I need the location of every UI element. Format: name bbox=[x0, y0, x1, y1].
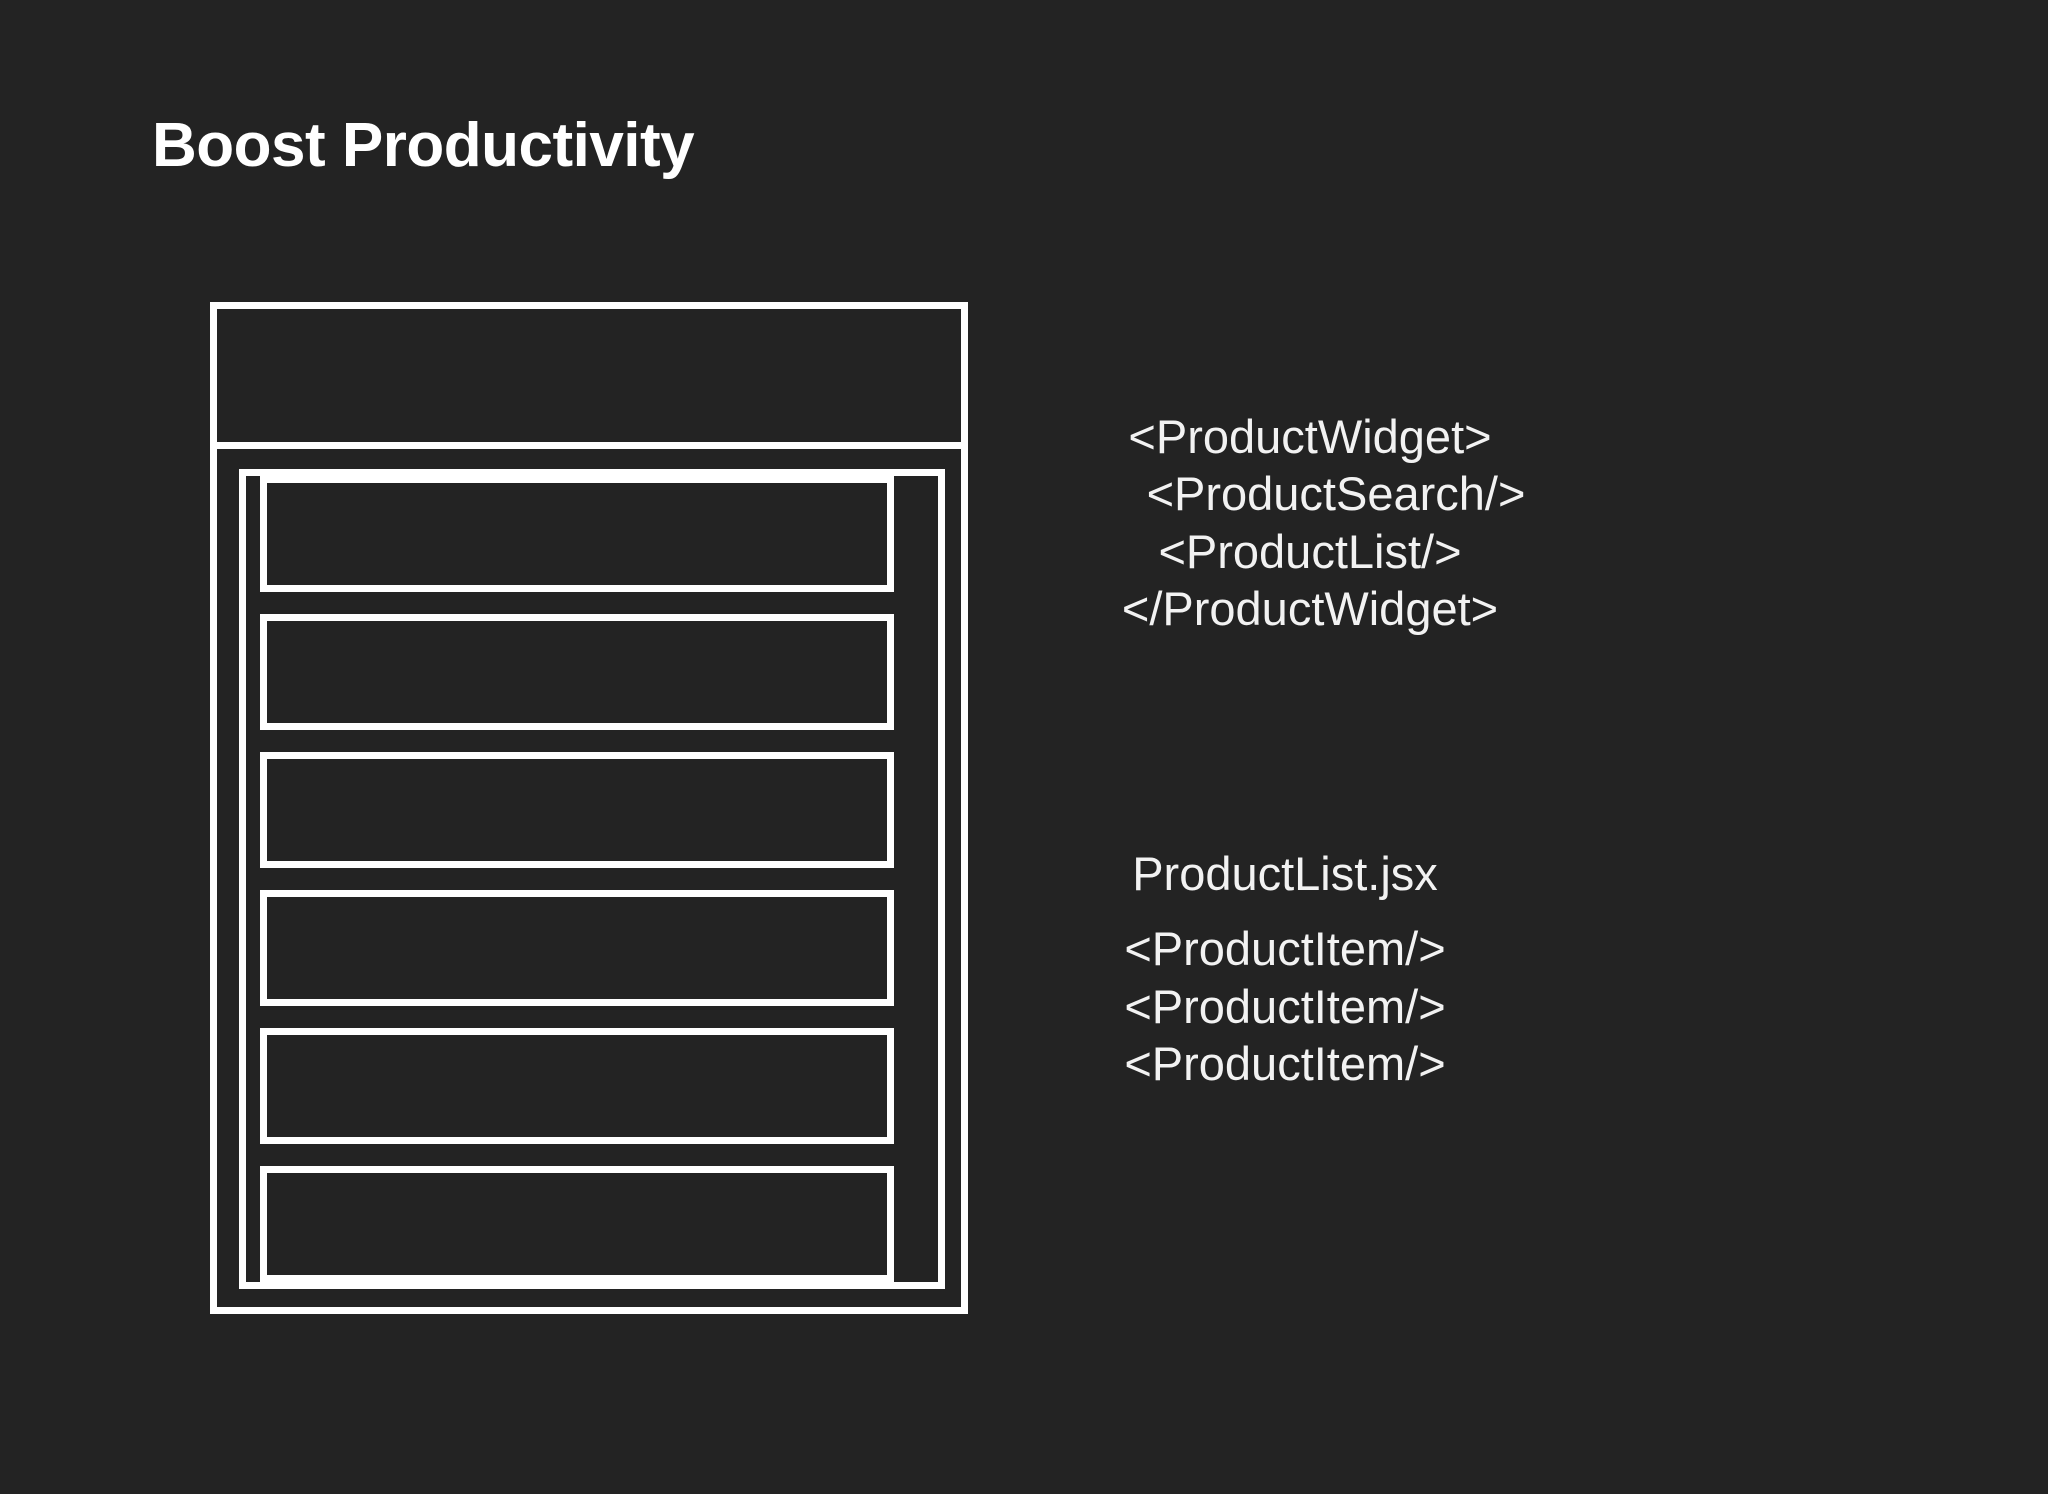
code-line-product-widget-open: <ProductWidget> bbox=[1128, 410, 1492, 463]
code-line-product-widget-close: </ProductWidget> bbox=[1121, 581, 1499, 635]
code-line-product-item-3: <ProductItem/> bbox=[1124, 1036, 1446, 1090]
wireframe-list-row bbox=[260, 614, 894, 730]
wireframe-header-search-area bbox=[217, 309, 961, 449]
wireframe-list-row bbox=[260, 752, 894, 868]
code-file-name: ProductList.jsx bbox=[1132, 847, 1438, 900]
wireframe-list-row bbox=[260, 1028, 894, 1144]
wireframe-list-container bbox=[239, 469, 945, 1289]
wireframe-diagram bbox=[210, 302, 968, 1314]
code-line-product-search: <ProductSearch/> bbox=[1146, 467, 1526, 521]
code-block-product-list-file: ProductList.jsx <ProductItem/> <ProductI… bbox=[975, 845, 1595, 1092]
wireframe-list-row bbox=[260, 1166, 894, 1282]
page-title: Boost Productivity bbox=[152, 111, 695, 180]
wireframe-list-row bbox=[260, 890, 894, 1006]
code-line-product-list: <ProductList/> bbox=[1158, 524, 1462, 578]
code-block-product-widget: <ProductWidget> <ProductSearch/> <Produc… bbox=[1000, 408, 1620, 637]
wireframe-list-row bbox=[260, 476, 894, 592]
code-line-product-item-2: <ProductItem/> bbox=[1124, 979, 1446, 1033]
wireframe-row-group bbox=[260, 476, 894, 1282]
code-line-product-item-1: <ProductItem/> bbox=[1124, 922, 1446, 976]
